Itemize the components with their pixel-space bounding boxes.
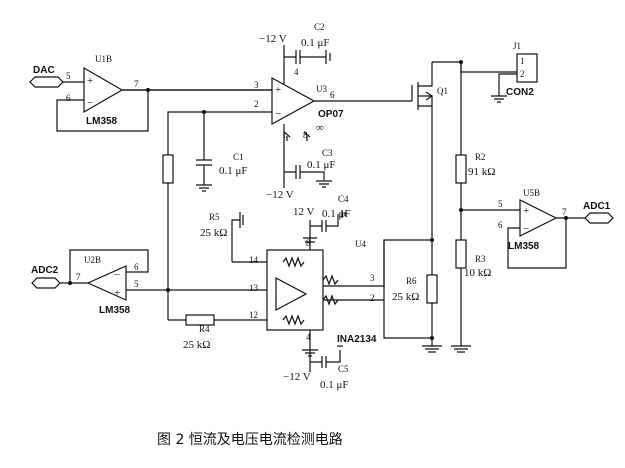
- r4-ref: R4: [199, 324, 210, 334]
- u3-bottom-supply: −12 V: [266, 189, 294, 201]
- svg-text:∞: ∞: [316, 122, 324, 134]
- r5-ref: R5: [209, 212, 220, 222]
- r6-ref: R6: [406, 276, 417, 286]
- svg-text:4: 4: [294, 67, 299, 77]
- u3-top-supply: −12 V: [259, 33, 287, 45]
- c4-ref: C4: [338, 194, 349, 204]
- svg-text:5: 5: [498, 199, 503, 209]
- c3-value: 0.1 μF: [307, 159, 336, 171]
- svg-text:2: 2: [520, 69, 525, 79]
- svg-text:14: 14: [249, 255, 259, 265]
- svg-text:4: 4: [306, 332, 311, 342]
- wire-u1b-feedback: [56, 90, 149, 132]
- svg-text:2: 2: [370, 293, 375, 303]
- q1-mosfet: Q1: [411, 62, 448, 120]
- svg-text:−: −: [114, 269, 120, 281]
- u4-ina2134: U4 INA2134 14 13 12 3 2 8 4: [249, 238, 377, 345]
- svg-text:+: +: [87, 75, 93, 87]
- u4-top-supply: 12 V: [293, 206, 315, 218]
- svg-text:7: 7: [134, 79, 139, 89]
- r3-value: 10 kΩ: [464, 267, 491, 279]
- u4-bottom-supply: −12 V: [283, 371, 311, 383]
- dac-connector: DAC: [29, 65, 64, 88]
- u3-ref: U3: [316, 84, 327, 94]
- c5-ref: C5: [338, 364, 349, 374]
- r6-value: 25 kΩ: [392, 291, 419, 303]
- svg-text:7: 7: [562, 207, 567, 217]
- j1-connector: 1 2 J1 CON2: [506, 41, 538, 98]
- adc1-connector: ADC1: [583, 201, 614, 224]
- adc1-label: ADC1: [583, 201, 611, 212]
- svg-text:3: 3: [370, 273, 375, 283]
- svg-text:6: 6: [66, 93, 71, 103]
- svg-text:5: 5: [134, 279, 139, 289]
- u3-part: OP07: [318, 109, 344, 120]
- adc2-connector: ADC2: [31, 265, 61, 289]
- svg-text:−: −: [87, 97, 93, 109]
- svg-text:2: 2: [254, 99, 259, 109]
- u2b-part: LM358: [99, 305, 131, 316]
- u1b-ref: U1B: [95, 54, 112, 64]
- svg-text:7: 7: [76, 272, 81, 282]
- r2-value: 91 kΩ: [468, 166, 495, 178]
- svg-text:5: 5: [66, 71, 71, 81]
- q1-ref: Q1: [437, 86, 448, 96]
- u4-ref: U4: [355, 239, 366, 249]
- svg-text:+: +: [275, 84, 281, 96]
- u2b-ref: U2B: [84, 255, 101, 265]
- c5-value: 0.1 μF: [320, 379, 349, 391]
- r5-value: 25 kΩ: [200, 227, 227, 239]
- u2b-opamp: + − U2B LM358 5 6 7: [76, 255, 139, 316]
- u5b-opamp: + − U5B LM358 5 6 7: [498, 188, 567, 252]
- c2-ref: C2: [314, 22, 325, 32]
- svg-text:8: 8: [306, 238, 311, 248]
- svg-text:8: 8: [303, 130, 308, 140]
- svg-text:6: 6: [330, 90, 335, 100]
- c2-value: 0.1 μF: [301, 37, 330, 49]
- figure-caption: 图 2 恒流及电压电流检测电路: [157, 432, 343, 448]
- svg-text:12: 12: [249, 310, 258, 320]
- svg-text:−: −: [275, 108, 281, 120]
- u1b-part: LM358: [86, 116, 118, 127]
- svg-text:1: 1: [520, 56, 525, 66]
- u5b-ref: U5B: [523, 188, 540, 198]
- u3-opamp: + − U3 OP07 3 2 6 4 1 8 ∞: [254, 67, 344, 140]
- svg-text:13: 13: [249, 283, 259, 293]
- c4-value: 0.1 μF: [322, 208, 351, 220]
- svg-text:6: 6: [134, 262, 139, 272]
- u4-part: INA2134: [337, 334, 377, 345]
- r3-ref: R3: [475, 254, 486, 264]
- c1-ref: C1: [233, 152, 244, 162]
- r2-ref: R2: [475, 152, 486, 162]
- c3-ref: C3: [322, 148, 333, 158]
- dac-label: DAC: [33, 65, 55, 76]
- svg-text:−: −: [523, 223, 529, 235]
- j1-part: CON2: [506, 87, 534, 98]
- svg-text:6: 6: [498, 220, 503, 230]
- wire-q1-source: [383, 120, 433, 300]
- j1-ref: J1: [513, 41, 521, 51]
- r4-value: 25 kΩ: [183, 339, 210, 351]
- u1b-opamp: + − U1B LM358 5 6 7: [66, 54, 139, 127]
- svg-text:+: +: [523, 205, 529, 217]
- wire-u3-minus: [167, 111, 272, 155]
- svg-text:+: +: [114, 287, 120, 299]
- wire-q1-drain: [432, 61, 517, 73]
- c1-value: 0.1 μF: [219, 165, 248, 177]
- svg-text:3: 3: [254, 80, 259, 90]
- u5b-part: LM358: [508, 241, 540, 252]
- adc2-label: ADC2: [31, 265, 59, 276]
